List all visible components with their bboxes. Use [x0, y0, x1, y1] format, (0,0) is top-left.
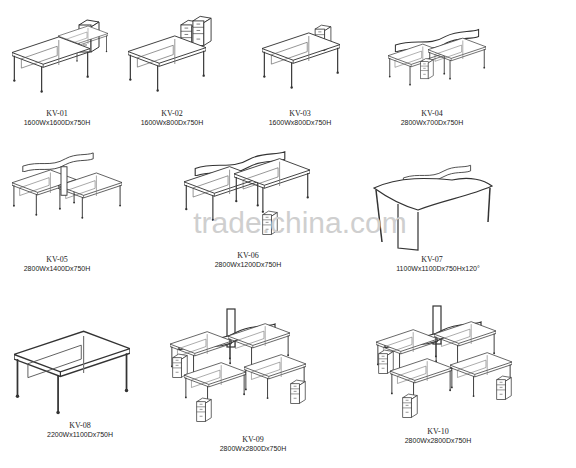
model-number: KV-01 [46, 110, 67, 118]
model-number: KV-08 [69, 422, 90, 430]
model-number: KV-07 [421, 256, 442, 264]
dimension-text: 2200Wx1100Dx750H [47, 431, 113, 438]
model-number: KV-06 [237, 252, 258, 260]
dimension-text: 1600Wx800Dx750H [269, 119, 332, 126]
model-number: KV-02 [161, 110, 182, 118]
model-number: KV-05 [46, 256, 67, 264]
dimension-text: 2800Wx2800Dx750H [220, 445, 287, 452]
dimension-text: 2800Wx2800Dx750H [405, 437, 472, 444]
model-number: KV-03 [289, 110, 310, 118]
dimension-text: 1600Wx1600Dx750H [24, 119, 91, 126]
watermark: trade.china.com [193, 208, 406, 238]
dimension-text: 1600Wx800Dx750H [141, 119, 204, 126]
model-number: KV-10 [427, 428, 448, 436]
model-number: KV-04 [421, 110, 442, 118]
model-number: KV-09 [242, 436, 263, 444]
dimension-text: 2800Wx1200Dx750H [215, 261, 282, 268]
dimension-text: 2800Wx700Dx750H [401, 119, 464, 126]
dimension-text: 2800Wx1400Dx750H [24, 265, 91, 272]
dimension-text: 1100Wx1100Dx750Hx120° [396, 265, 479, 272]
